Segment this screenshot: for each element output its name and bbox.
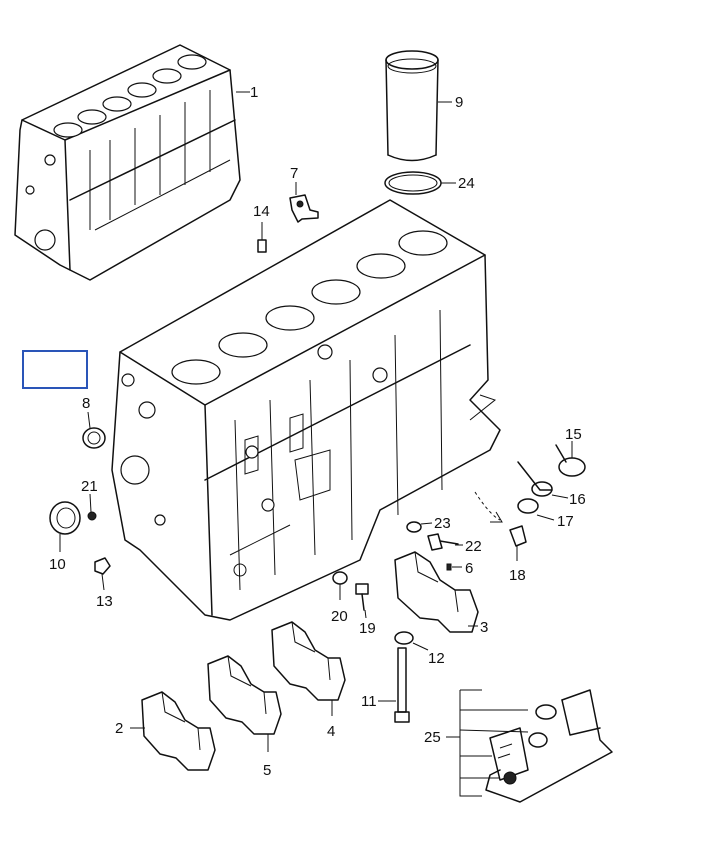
callout-23: 23 [434, 515, 451, 532]
main-bearing-bolt [394, 647, 410, 723]
gasket-kit [459, 689, 613, 803]
callout-20: 20 [331, 608, 348, 625]
bearing-cap-3 [394, 551, 479, 633]
bolt-22 [427, 533, 459, 551]
callout-18: 18 [509, 567, 526, 584]
bearing-cap-2 [141, 691, 216, 771]
engine-block-main [111, 199, 501, 621]
callout-11: 11 [361, 693, 377, 710]
callout-3: 3 [480, 619, 488, 636]
front-seal-small [82, 427, 106, 449]
oil-nozzle-15 [555, 444, 586, 477]
callout-10: 10 [49, 556, 66, 573]
pin-6 [446, 563, 452, 571]
engine-block-assembly-small [14, 44, 241, 281]
callout-1: 1 [250, 84, 258, 101]
dowel-pin [257, 239, 267, 253]
callout-17: 17 [557, 513, 574, 530]
callout-2: 2 [115, 720, 123, 737]
callout-9: 9 [455, 94, 463, 111]
callout-8: 8 [82, 395, 90, 412]
liner-seal-ring [384, 171, 442, 195]
cylinder-liner [385, 50, 439, 162]
plug-21 [87, 511, 97, 521]
gasket-17 [517, 498, 539, 514]
bolt-19 [355, 583, 369, 611]
washer-12 [394, 631, 414, 645]
callout-21: 21 [81, 478, 98, 495]
callout-6: 6 [465, 560, 473, 577]
callout-13: 13 [96, 593, 113, 610]
callout-14: 14 [253, 203, 270, 220]
piston-cooling-nozzle [289, 194, 319, 223]
oil-pipe-16 [517, 461, 553, 497]
washer-23 [406, 521, 422, 533]
bearing-cap-5 [207, 655, 282, 735]
callout-22: 22 [465, 538, 482, 555]
callout-15: 15 [565, 426, 582, 443]
callout-5: 5 [263, 762, 271, 779]
callout-16: 16 [569, 491, 586, 508]
callout-19: 19 [359, 620, 376, 637]
callout-24: 24 [458, 175, 475, 192]
selection-highlight-box [22, 350, 88, 389]
callout-7: 7 [290, 165, 298, 182]
fitting-18 [509, 525, 527, 547]
callout-25: 25 [424, 729, 441, 746]
callout-12: 12 [428, 650, 445, 667]
callout-4: 4 [327, 723, 335, 740]
bearing-cap-4 [271, 621, 346, 701]
crankshaft-seal-large [49, 501, 81, 535]
washer-20 [332, 571, 348, 585]
plug-13 [94, 557, 111, 575]
